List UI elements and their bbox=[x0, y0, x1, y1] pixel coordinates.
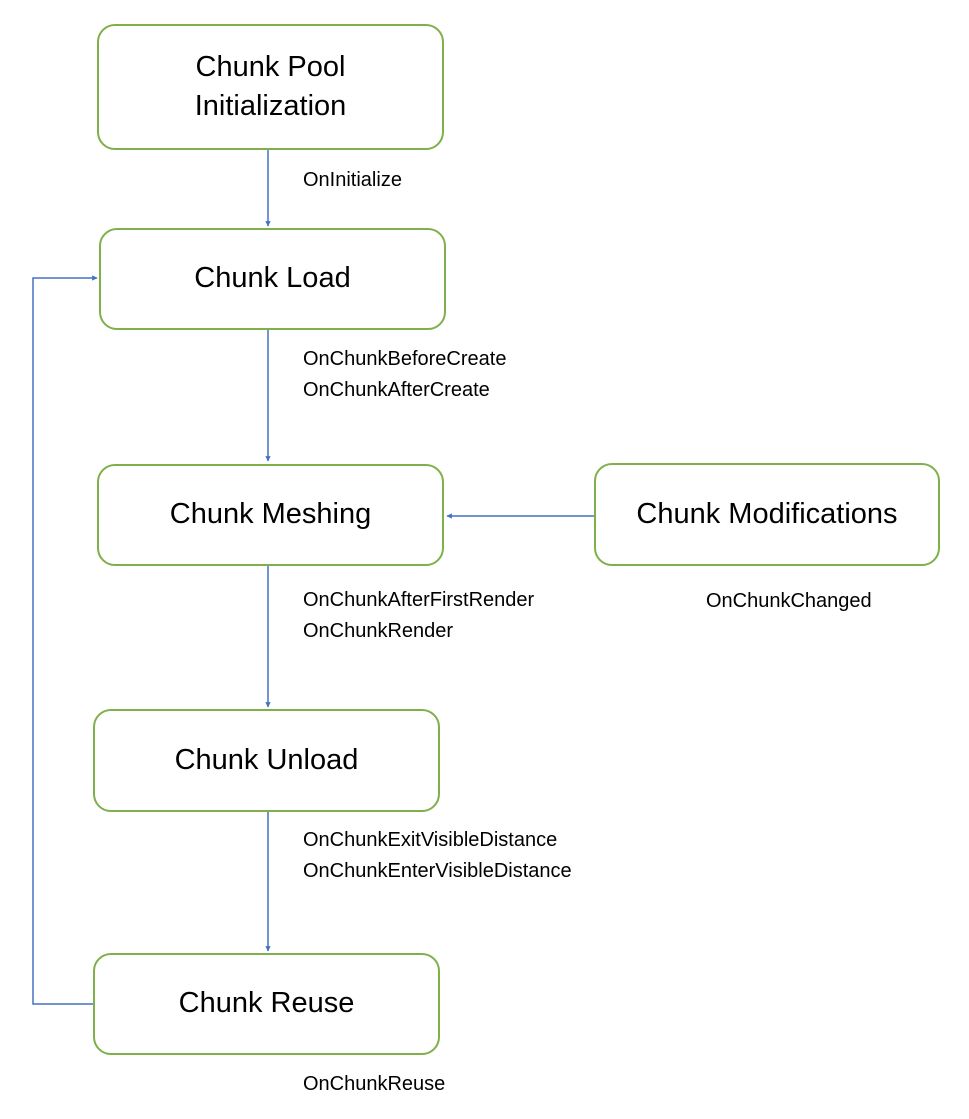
label-unload-to-reuse: OnChunkExitVisibleDistance OnChunkEnterV… bbox=[303, 829, 572, 882]
node-chunk-load: Chunk Load bbox=[99, 228, 446, 330]
label-load-to-meshing: OnChunkBeforeCreate OnChunkAfterCreate bbox=[303, 348, 507, 401]
label-meshing-to-unload: OnChunkAfterFirstRender OnChunkRender bbox=[303, 589, 535, 642]
label-on-chunk-reuse: OnChunkReuse bbox=[303, 1073, 446, 1095]
node-chunk-meshing: Chunk Meshing bbox=[97, 464, 444, 566]
label-on-initialize: OnInitialize bbox=[303, 169, 402, 191]
node-chunk-reuse: Chunk Reuse bbox=[93, 953, 440, 1055]
node-chunk-modifications: Chunk Modifications bbox=[594, 463, 940, 566]
node-chunk-unload: Chunk Unload bbox=[93, 709, 440, 812]
label-on-chunk-changed: OnChunkChanged bbox=[706, 590, 872, 612]
node-chunk-pool-initialization: Chunk Pool Initialization bbox=[97, 24, 444, 150]
edge-reuse-to-load bbox=[32, 275, 98, 1005]
